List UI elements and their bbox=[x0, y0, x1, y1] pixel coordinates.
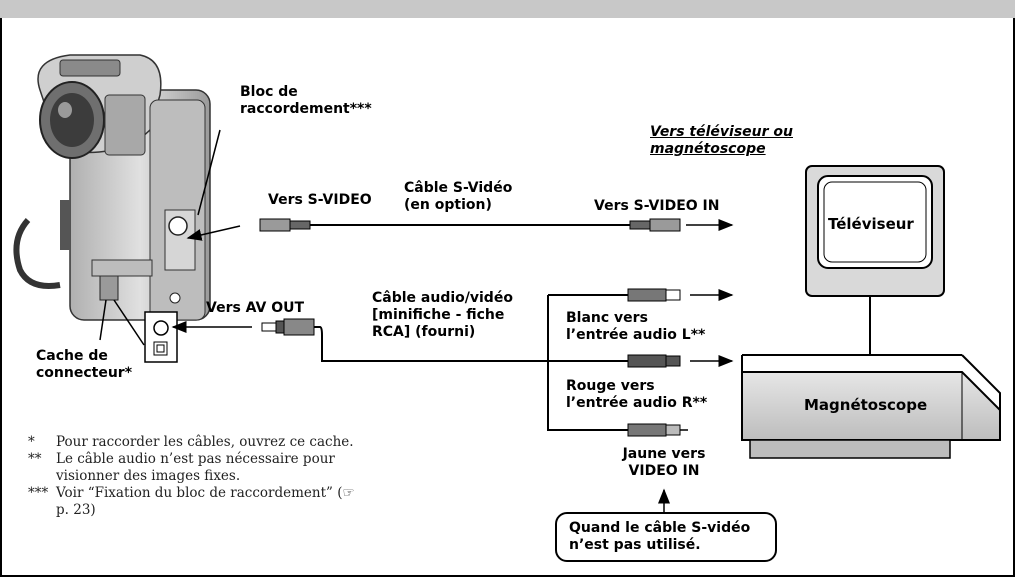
cable-av-line-3: RCA] (fourni) bbox=[372, 324, 476, 340]
cable-svideo-line-2: (en option) bbox=[404, 197, 492, 213]
rouge-line-1: Rouge vers bbox=[566, 378, 655, 394]
rouge-line-2: l’entrée audio R** bbox=[566, 395, 708, 411]
bloc-label-line-2: raccordement*** bbox=[240, 101, 372, 117]
jaune-line-1: Jaune vers bbox=[622, 446, 706, 462]
jaune-label: Jaune vers VIDEO IN bbox=[604, 446, 724, 480]
vers-tv-label: Vers téléviseur ou magnétoscope bbox=[650, 124, 793, 158]
svideo-cable bbox=[186, 218, 734, 241]
cache-leader-line-2 bbox=[113, 299, 145, 346]
footnote-1: * Pour raccorder les câbles, ouvrez ce c… bbox=[28, 434, 498, 451]
diagram-frame bbox=[0, 18, 1015, 577]
blanc-line-2: l’entrée audio L** bbox=[566, 327, 706, 343]
footnote-1-mark: * bbox=[28, 434, 35, 450]
av-jack-panel bbox=[144, 311, 178, 363]
cache-label: Cache de connecteur* bbox=[36, 348, 132, 382]
cache-line-1: Cache de bbox=[36, 348, 108, 364]
callout-line-1: Quand le câble S-vidéo bbox=[569, 520, 751, 536]
magnetoscope-label: Magnétoscope bbox=[804, 396, 928, 414]
footnotes: * Pour raccorder les câbles, ouvrez ce c… bbox=[28, 434, 498, 519]
vers-av-out-label: Vers AV OUT bbox=[206, 300, 305, 316]
cable-svideo-line-1: Câble S-Vidéo bbox=[404, 180, 513, 196]
cache-leader-line-1 bbox=[99, 299, 107, 341]
footnote-2-text: Le câble audio n’est pas nécessaire pour… bbox=[56, 451, 335, 484]
top-bar bbox=[0, 0, 1015, 18]
cable-av-line-2: [minifiche - fiche bbox=[372, 307, 505, 323]
cable-av-label: Câble audio/vidéo [minifiche - fiche RCA… bbox=[372, 290, 513, 341]
vers-svideo-label: Vers S-VIDEO bbox=[268, 192, 372, 208]
footnote-2: ** Le câble audio n’est pas nécessaire p… bbox=[28, 451, 386, 485]
av-cable bbox=[171, 288, 734, 437]
bloc-label-line-1: Bloc de bbox=[240, 84, 298, 100]
footnote-3-text: Voir “Fixation du bloc de raccordement” … bbox=[56, 485, 355, 518]
svideo-callout: Quand le câble S-vidéo n’est pas utilisé… bbox=[555, 512, 777, 562]
blanc-label: Blanc vers l’entrée audio L** bbox=[566, 310, 705, 344]
footnote-2-mark: ** bbox=[28, 451, 42, 467]
vcr-illustration bbox=[741, 354, 1001, 459]
footnote-3: *** Voir “Fixation du bloc de raccordeme… bbox=[28, 485, 356, 519]
cache-line-2: connecteur* bbox=[36, 365, 133, 381]
camcorder-illustration bbox=[13, 54, 211, 321]
vers-svideo-in-label: Vers S-VIDEO IN bbox=[594, 198, 720, 214]
callout-text: Quand le câble S-vidéo n’est pas utilisé… bbox=[569, 520, 750, 554]
vers-tv-line-2: magnétoscope bbox=[650, 141, 766, 157]
cable-av-line-1: Câble audio/vidéo bbox=[372, 290, 513, 306]
blanc-line-1: Blanc vers bbox=[566, 310, 648, 326]
televiseur-label: Téléviseur bbox=[828, 215, 914, 233]
callout-line-2: n’est pas utilisé. bbox=[569, 537, 701, 553]
rouge-label: Rouge vers l’entrée audio R** bbox=[566, 378, 707, 412]
bloc-label: Bloc de raccordement*** bbox=[240, 84, 372, 118]
jaune-line-2: VIDEO IN bbox=[628, 463, 700, 479]
footnote-1-text: Pour raccorder les câbles, ouvrez ce cac… bbox=[56, 434, 354, 450]
bloc-leader-line bbox=[197, 129, 221, 216]
footnote-3-mark: *** bbox=[28, 485, 49, 501]
tv-illustration bbox=[805, 165, 945, 355]
vers-tv-line-1: Vers téléviseur ou bbox=[650, 124, 793, 140]
cable-svideo-label: Câble S-Vidéo (en option) bbox=[404, 180, 512, 214]
